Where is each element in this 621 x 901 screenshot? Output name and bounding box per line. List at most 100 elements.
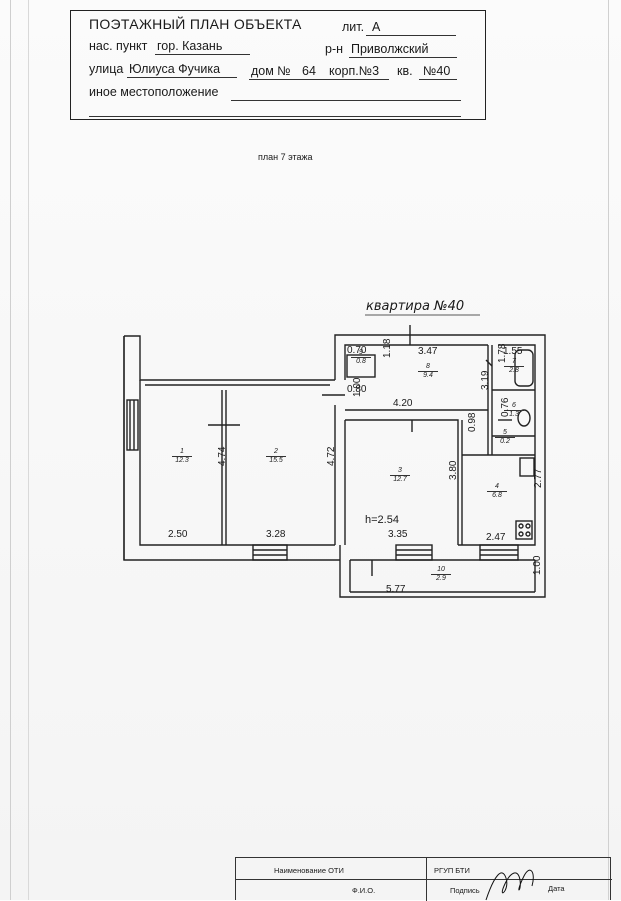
room-area: 0.8 (351, 357, 371, 366)
street-label: улица (89, 62, 124, 76)
house-value: 64 (302, 64, 316, 78)
dimension-label: 0.76 (500, 397, 511, 417)
apartment-label: квартира №40 (366, 299, 465, 314)
page-edge-line (10, 0, 11, 900)
dimension-label: 0.80 (347, 384, 367, 395)
stove-icon (515, 520, 533, 540)
dimension-label: 3.47 (418, 346, 438, 357)
toilet-icon (517, 409, 531, 427)
dimension-label: 2.77 (533, 468, 544, 488)
lit-underline (366, 35, 456, 36)
room-number: 7 (512, 358, 516, 365)
room-number: 10 (437, 566, 445, 573)
inner-wall-left-bottom (139, 380, 335, 546)
dimension-label: 2.47 (486, 532, 506, 543)
outer-wall-right (334, 334, 546, 560)
dimension-label: 2.50 (168, 529, 188, 540)
settlement-underline (155, 54, 250, 55)
room-area: 2.9 (431, 574, 451, 583)
lit-label: лит. (342, 20, 365, 34)
settlement-value: гор. Казань (157, 39, 223, 53)
lit-value: А (372, 20, 381, 34)
apartment-label: кв. (397, 64, 413, 78)
room-area: 6.8 (487, 491, 507, 500)
house-underline (249, 79, 389, 80)
dimension-label: 0.98 (467, 412, 478, 432)
title-stamp: ПОЭТАЖНЫЙ ПЛАН ОБЪЕКТА лит. А нас. пункт… (70, 10, 486, 120)
dimension-label: 3.28 (266, 529, 286, 540)
room-number: 8 (426, 363, 430, 370)
dimension-label: 1.00 (352, 377, 363, 397)
room-area: 12.3 (172, 456, 192, 465)
oti-value: РГУП БТИ (434, 866, 470, 875)
dimension-label: 3.19 (480, 370, 491, 390)
room-area: 15.5 (266, 456, 286, 465)
apartment-underline (419, 79, 457, 80)
document-title: ПОЭТАЖНЫЙ ПЛАН ОБЪЕКТА (89, 16, 302, 32)
room-area: 2.8 (504, 366, 524, 375)
fio-label: Ф.И.О. (352, 886, 376, 895)
district-label: р-н (325, 42, 344, 56)
room-number: 9 (359, 349, 363, 356)
dimension-label: 1.18 (382, 338, 393, 358)
settlement-label: нас. пункт (89, 39, 148, 53)
dimension-label: 4.72 (326, 446, 337, 466)
room-number: 2 (274, 448, 278, 455)
plan-caption: план 7 этажа (258, 152, 313, 162)
dimension-label: 3.35 (388, 529, 408, 540)
dimension-label: 1.00 (532, 555, 543, 575)
window-marks (126, 399, 519, 561)
room-number: 5 (503, 429, 507, 436)
room-number: 6 (512, 402, 516, 409)
room-area: 12.7 (390, 475, 410, 484)
house-label: дом № (251, 64, 291, 78)
district-value: Приволжский (351, 42, 429, 56)
page-edge-line (608, 0, 609, 900)
sign-label: Подпись (450, 886, 480, 895)
street-underline (127, 77, 237, 78)
other-location-underline-2 (89, 116, 461, 117)
balcony-outline (339, 545, 546, 598)
date-label: Дата (548, 884, 565, 893)
bathtub-icon (514, 349, 534, 387)
room-number: 4 (495, 483, 499, 490)
dimension-label: 1.55 (503, 346, 523, 357)
other-location-label: иное местоположение (89, 85, 219, 99)
district-underline (349, 57, 457, 58)
dimension-label: 1.78 (497, 343, 508, 363)
ceiling-height: h=2.54 (365, 514, 399, 526)
dimension-label: 0.70 (347, 345, 367, 356)
outer-wall-top-left (124, 335, 335, 381)
dimension-label: 5.77 (386, 584, 406, 595)
room-area: 1.3 (504, 410, 524, 419)
room-number: 3 (398, 467, 402, 474)
dimension-label: 4.74 (217, 446, 228, 466)
room-area: 0.2 (495, 437, 515, 446)
footer-table: Наименование ОТИ РГУП БТИ Ф.И.О. Подпись… (235, 857, 612, 901)
room-number: 1 (180, 448, 184, 455)
signature (485, 869, 534, 901)
dimension-label: 3.80 (448, 460, 459, 480)
street-value: Юлиуса Фучика (129, 62, 221, 76)
sink-icon (519, 457, 535, 477)
building-value: корп.№3 (329, 64, 380, 78)
page-edge-line (28, 0, 29, 900)
outer-wall-left (123, 336, 340, 561)
other-location-underline (231, 100, 461, 101)
dimension-label: 4.20 (393, 398, 413, 409)
oti-label: Наименование ОТИ (274, 866, 344, 875)
room-area: 9.4 (418, 371, 438, 380)
apartment-value: №40 (423, 64, 451, 78)
